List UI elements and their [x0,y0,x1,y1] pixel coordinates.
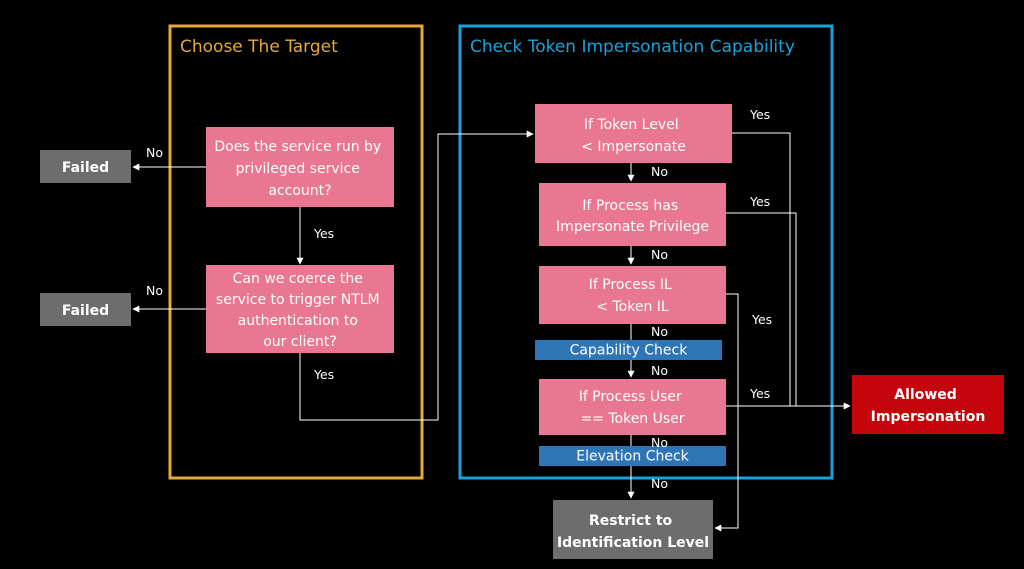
edge-token-level-yes [732,132,791,406]
edge-process-il-yes [714,293,739,532]
service-account-text: Does the service run by privileged servi… [214,139,385,199]
service-account-box: Does the service run by privileged servi… [206,127,394,207]
label-yes-process-il: Yes [751,312,772,327]
edge-coerce-to-token-level [299,130,534,421]
capability-check-label: Capability Check [570,343,689,359]
elevation-check-bar: Elevation Check [539,446,726,466]
target-frame-title: Choose The Target [180,37,338,57]
label-no-privilege: No [651,247,668,262]
edge-privilege-yes [726,212,797,406]
restrict-text: Restrict to Identification Level [557,513,709,551]
failed-box-1: Failed [40,150,131,183]
allowed-text: Allowed Impersonation [871,387,986,425]
process-user-text: If Process User == Token User [579,389,686,427]
label-yes-token-level: Yes [749,107,770,122]
label-no-capability: No [651,363,668,378]
process-il-box: If Process IL < Token IL [539,266,726,324]
edge-labels: No Yes No Yes Yes No Yes No Yes No No Ye… [146,107,772,491]
restrict-box: Restrict to Identification Level [553,500,713,559]
label-no-process-user: No [651,435,668,450]
token-level-box: If Token Level < Impersonate [535,104,732,163]
label-no-failed-2: No [146,283,163,298]
coerce-ntlm-text: Can we coerce the service to trigger NTL… [216,271,384,350]
impersonate-privilege-text: If Process has Impersonate Privilege [556,198,709,235]
capability-frame: Check Token Impersonation Capability [458,24,834,480]
connectors [132,130,851,532]
label-yes-process-user: Yes [749,386,770,401]
label-no-process-il: No [651,324,668,339]
label-no-elevation: No [651,476,668,491]
allowed-box: Allowed Impersonation [852,375,1004,434]
label-no-token-level: No [651,164,668,179]
elevation-check-label: Elevation Check [576,449,689,465]
capability-frame-border [458,24,834,480]
target-frame-border [168,24,424,480]
label-no-failed-1: No [146,145,163,160]
label-yes-service: Yes [313,226,334,241]
token-level-text: If Token Level < Impersonate [581,117,686,155]
target-frame: Choose The Target [168,24,424,480]
label-yes-privilege: Yes [749,194,770,209]
process-user-box: If Process User == Token User [539,379,726,435]
process-il-text: If Process IL < Token IL [589,277,676,315]
failed-box-2: Failed [40,293,131,326]
failed-2-label: Failed [62,303,109,319]
impersonate-privilege-box: If Process has Impersonate Privilege [539,183,726,246]
capability-check-bar: Capability Check [535,340,722,360]
coerce-ntlm-box: Can we coerce the service to trigger NTL… [206,265,394,353]
label-yes-coerce: Yes [313,367,334,382]
capability-frame-title: Check Token Impersonation Capability [470,37,795,57]
failed-1-label: Failed [62,160,109,176]
